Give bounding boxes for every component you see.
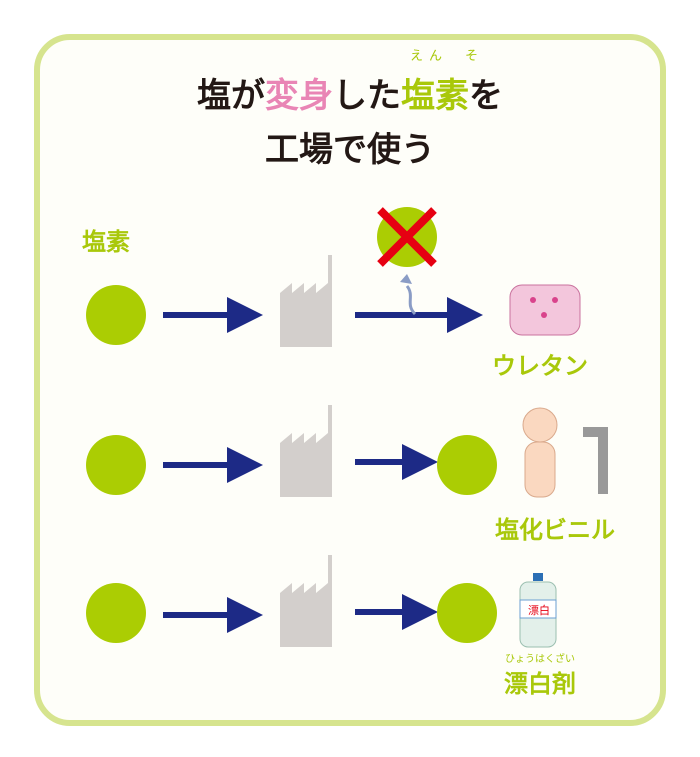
product-ruby-bleach: ひょうはくざい	[505, 654, 575, 665]
cross-icon	[377, 207, 437, 267]
page-title-line1: 塩が変身した塩素を	[0, 68, 700, 117]
chlorine-label: 塩素	[82, 228, 130, 256]
ruby-en: えん	[410, 49, 449, 64]
chlorine-circle	[437, 583, 497, 643]
row-1	[86, 207, 581, 347]
chlorine-circle	[86, 583, 146, 643]
product-label-urethane: ウレタン	[492, 352, 588, 380]
title-green: 塩素	[401, 76, 469, 116]
factory-icon	[280, 405, 332, 497]
product-label-bleach: 漂白剤	[504, 670, 576, 698]
urethane-cushion-icon	[509, 284, 581, 336]
title-part: 塩が	[197, 76, 265, 116]
chlorine-circle	[86, 435, 146, 495]
release-arrow	[405, 285, 417, 316]
bottle-icon	[519, 573, 557, 648]
product-label-pvc: 塩化ビニル	[495, 516, 615, 544]
chlorine-circle	[86, 285, 146, 345]
title-part: した	[333, 76, 401, 116]
doll-icon	[522, 407, 558, 498]
row-3	[86, 555, 557, 648]
row-2	[86, 405, 608, 498]
page-title-line2: 工場で使う	[265, 130, 435, 170]
bottle-label: 漂白	[528, 604, 550, 617]
title-part: を	[469, 76, 503, 116]
factory-icon	[280, 255, 332, 347]
ruby-so: そ	[465, 49, 479, 64]
factory-icon	[280, 555, 332, 647]
title-pink: 変身	[265, 76, 333, 116]
chlorine-circle	[437, 435, 497, 495]
pipe-icon	[583, 427, 608, 494]
